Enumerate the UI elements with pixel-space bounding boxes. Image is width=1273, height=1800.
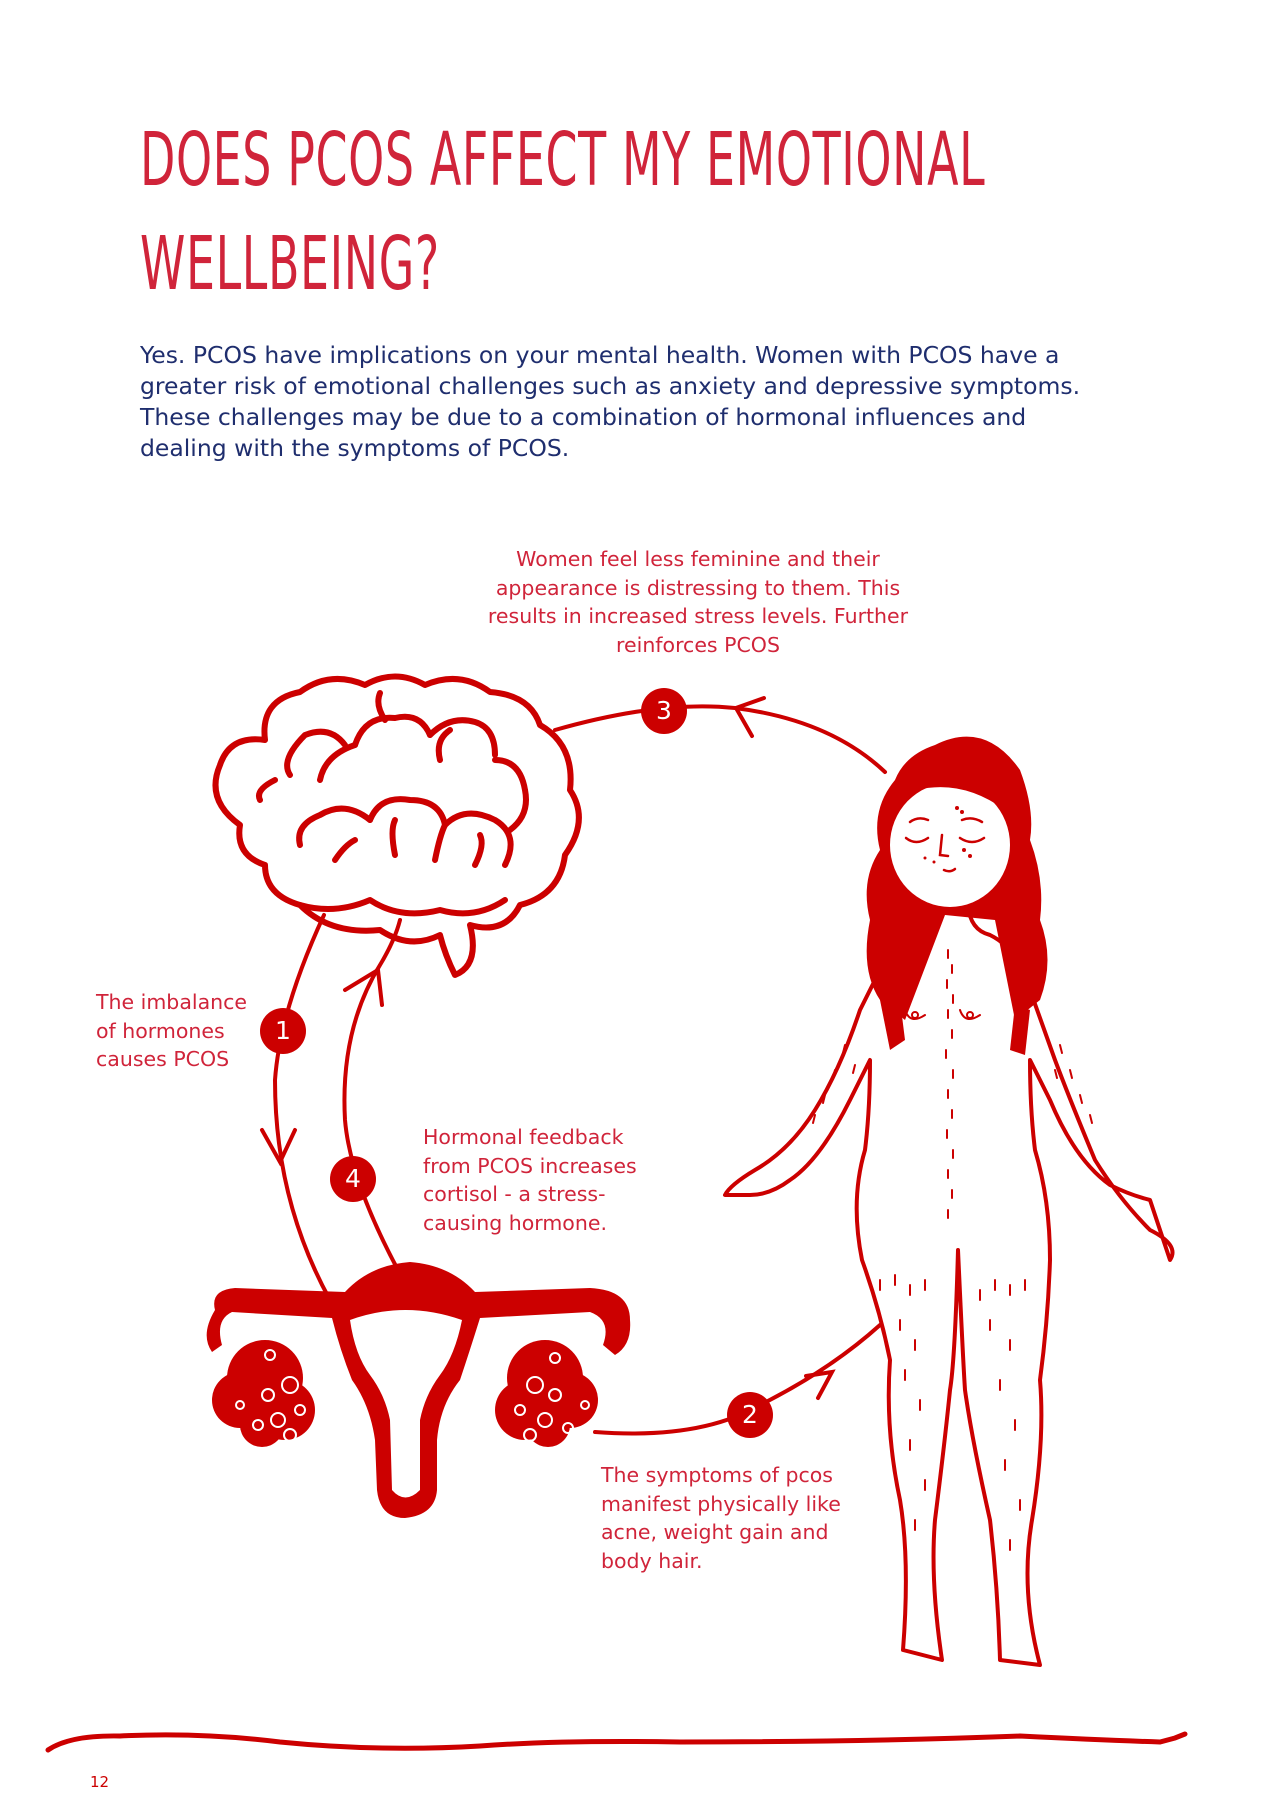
- arrowhead-4: [343, 966, 384, 1007]
- brain-icon: [212, 673, 582, 978]
- arrowhead-1: [260, 1128, 297, 1167]
- step-number-4: 4: [345, 1164, 361, 1193]
- step-badge-3: 3: [641, 688, 687, 734]
- arrowhead-2: [804, 1369, 836, 1400]
- step-number-2: 2: [742, 1400, 758, 1429]
- woman-figure-icon: [723, 736, 1175, 1667]
- intro-paragraph: Yes. PCOS have implications on your ment…: [140, 341, 1081, 462]
- arrowhead-3: [733, 696, 766, 738]
- step-4-caption: Hormonal feedback from PCOS increases co…: [423, 1125, 637, 1235]
- step-3-caption: Women feel less feminine and their appea…: [487, 547, 909, 657]
- step-number-1: 1: [275, 1016, 291, 1045]
- body-hair-marks: [812, 949, 1093, 1551]
- uterus-ovaries-icon: [206, 1262, 631, 1518]
- page-title-line-2: wellbeing?: [140, 221, 440, 307]
- step-badge-2: 2: [727, 1392, 773, 1438]
- step-badge-1: 1: [260, 1008, 306, 1054]
- step-1-caption: The imbalance of hormones causes PCOS: [96, 990, 248, 1071]
- cycle-arrow-1: [272, 913, 332, 1302]
- step-number-3: 3: [656, 696, 672, 725]
- footer-divider: [45, 1731, 1188, 1753]
- page-number: 12: [90, 1773, 110, 1791]
- step-2-caption: The symptoms of pcos manifest physically…: [601, 1463, 841, 1573]
- step-badge-4: 4: [330, 1156, 376, 1202]
- cycle-arrow-3: [553, 704, 887, 774]
